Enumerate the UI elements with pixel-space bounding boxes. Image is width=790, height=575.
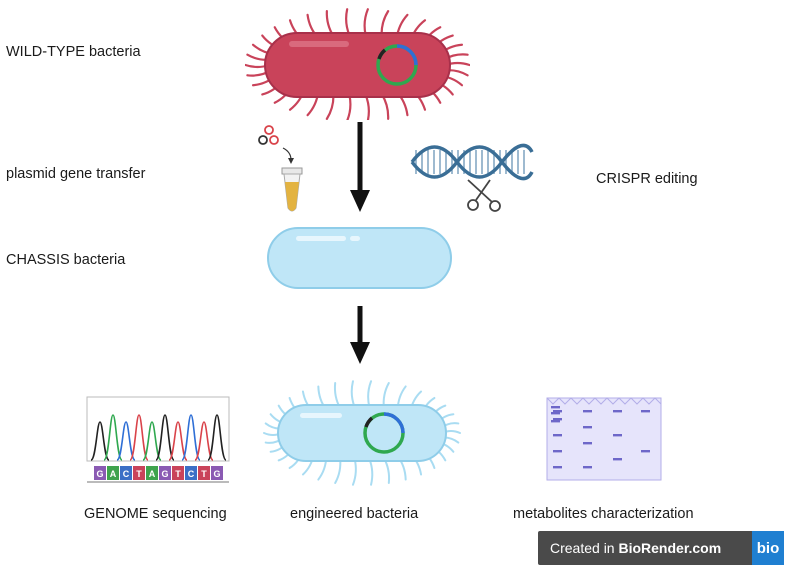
gel-band: [641, 450, 650, 453]
base-letter: C: [123, 469, 130, 479]
gel-band: [551, 412, 560, 415]
plasmid-transfer-label: plasmid gene transfer: [6, 166, 146, 182]
base-letter: G: [213, 469, 220, 479]
base-letter: T: [175, 469, 181, 479]
chromatogram-peak: [181, 414, 201, 461]
chromatogram-peak: [142, 421, 162, 461]
dna-helix-icon: [410, 143, 534, 181]
metabolites-label: metabolites characterization: [513, 506, 694, 522]
chromatogram-peak: [116, 421, 136, 461]
gel-band: [553, 450, 562, 453]
base-letter: T: [201, 469, 207, 479]
arrow-down-1: [350, 122, 370, 212]
biorender-logo: bio: [752, 531, 784, 565]
gel-band: [553, 410, 562, 413]
gel-band: [641, 410, 650, 413]
base-box: [94, 466, 106, 480]
gel-band: [583, 410, 592, 413]
gel-band: [613, 458, 622, 461]
genome-sequencing-label: GENOME sequencing: [84, 506, 227, 522]
chromatogram-peak: [207, 414, 227, 461]
gel-band: [613, 434, 622, 437]
chromatogram-peak: [103, 414, 123, 461]
gel-band: [583, 442, 592, 445]
base-box: [120, 466, 132, 480]
wild-type-bacterium: [245, 8, 470, 120]
base-letter: A: [149, 469, 156, 479]
biorender-badge[interactable]: Created in BioRender.com bio: [538, 531, 784, 565]
base-letter: G: [96, 469, 103, 479]
chromatogram-peak: [155, 414, 175, 461]
engineered-label: engineered bacteria: [290, 506, 419, 522]
plasmid-transfer-icon: [258, 125, 303, 212]
gel-plate-icon: [546, 397, 662, 481]
base-box: [211, 466, 223, 480]
chassis-label: CHASSIS bacteria: [6, 252, 126, 268]
base-letter: T: [136, 469, 142, 479]
crispr-icon: [410, 143, 534, 212]
base-letter: A: [110, 469, 117, 479]
chromatogram-peak: [90, 421, 110, 461]
base-box: [146, 466, 158, 480]
arrow-down-2: [350, 306, 370, 364]
gel-band: [583, 426, 592, 429]
gel-band: [583, 466, 592, 469]
chromatogram-peak: [194, 421, 214, 461]
base-box: [133, 466, 145, 480]
plasmid-circles-icon: [258, 125, 279, 145]
chassis-bacterium: [267, 227, 452, 289]
gel-band: [553, 418, 562, 421]
gel-band: [613, 410, 622, 413]
base-box: [198, 466, 210, 480]
gel-band: [551, 420, 560, 423]
base-box: [159, 466, 171, 480]
base-letter: G: [161, 469, 168, 479]
test-tube-icon: [281, 167, 303, 212]
gel-band: [553, 466, 562, 469]
base-box: [107, 466, 119, 480]
chromatogram-peak: [168, 421, 188, 461]
scissors-icon: [467, 179, 501, 212]
plasmid-icon: [376, 44, 418, 86]
base-box: [172, 466, 184, 480]
wild-type-label: WILD-TYPE bacteria: [6, 44, 141, 60]
gel-band: [551, 406, 560, 409]
base-letter: C: [188, 469, 195, 479]
chromatogram-peak: [129, 414, 149, 461]
badge-text: Created in BioRender.com: [550, 540, 722, 556]
base-box: [185, 466, 197, 480]
plasmid-icon: [363, 412, 405, 454]
engineered-bacterium: [263, 380, 461, 486]
crispr-label: CRISPR editing: [596, 171, 698, 187]
gel-band: [553, 434, 562, 437]
